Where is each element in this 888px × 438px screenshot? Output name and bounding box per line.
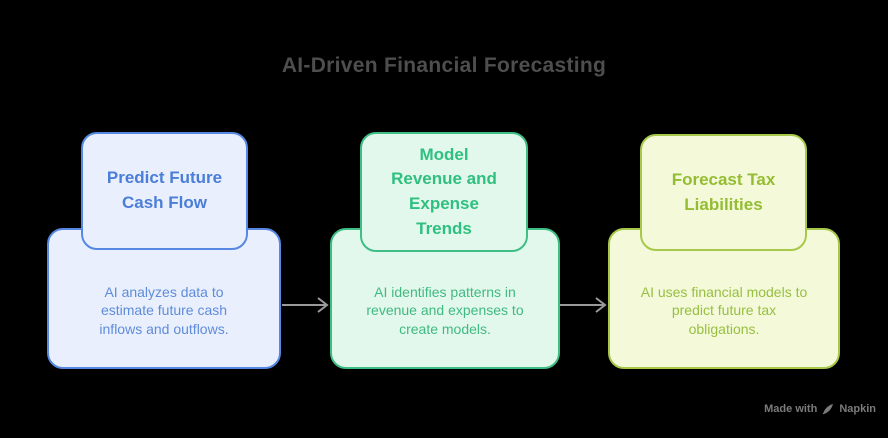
made-with-label: Made with <box>764 403 818 415</box>
card-description: AI identifies patterns in revenue and ex… <box>366 283 524 337</box>
card-description-area: AI uses financial models to predict futu… <box>610 254 838 367</box>
card-body: AI uses financial models to predict futu… <box>608 228 840 369</box>
card-predict-cash-flow: AI analyzes data to estimate future cash… <box>47 132 281 369</box>
made-with-napkin-watermark: Made with Napkin <box>764 403 876 415</box>
card-header: Model Revenue and Expense Trends <box>360 132 528 252</box>
card-title: Forecast Tax Liabilities <box>671 169 776 214</box>
card-title: Model Revenue and Expense Trends <box>391 144 497 238</box>
card-description-area: AI analyzes data to estimate future cash… <box>49 254 279 367</box>
card-forecast-tax: AI uses financial models to predict futu… <box>608 134 840 369</box>
flow-arrow-2 <box>560 297 607 313</box>
card-header: Forecast Tax Liabilities <box>640 134 807 251</box>
card-title: Predict Future Cash Flow <box>106 168 223 212</box>
card-description-area: AI identifies patterns in revenue and ex… <box>332 254 558 367</box>
napkin-brand-label: Napkin <box>839 403 876 415</box>
page-title: AI-Driven Financial Forecasting <box>281 54 607 77</box>
flow-arrow-1 <box>282 297 329 313</box>
card-body: AI analyzes data to estimate future cash… <box>47 228 281 369</box>
card-header: Predict Future Cash Flow <box>81 132 248 250</box>
card-description: AI uses financial models to predict futu… <box>640 283 808 337</box>
pen-icon <box>822 403 834 415</box>
card-description: AI analyzes data to estimate future cash… <box>99 283 229 337</box>
card-model-revenue-expense: AI identifies patterns in revenue and ex… <box>330 132 560 369</box>
